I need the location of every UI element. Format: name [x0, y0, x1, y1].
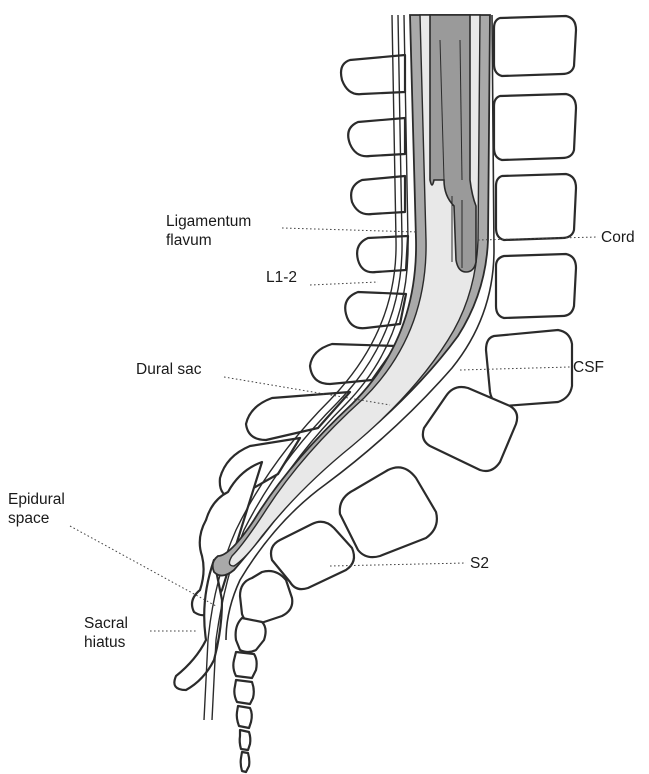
label-dural-sac: Dural sac: [136, 360, 201, 379]
label-sacral-line2: hiatus: [84, 633, 128, 652]
coccyx-segment-4: [240, 730, 251, 750]
vertebral-body-1: [494, 16, 576, 76]
vertebral-body-4: [496, 254, 576, 318]
label-sacral-hiatus: Sacral hiatus: [84, 614, 128, 652]
label-s2: S2: [470, 554, 489, 573]
label-ligamentum-flavum: Ligamentum flavum: [166, 212, 251, 250]
label-epidural-space: Epidural space: [8, 490, 65, 528]
leader-ligamentum: [282, 228, 418, 232]
label-ligamentum-line2: flavum: [166, 231, 251, 250]
label-epidural-line1: Epidural: [8, 490, 65, 509]
label-csf: CSF: [573, 358, 604, 377]
sacral-body-3: [240, 571, 292, 624]
leader-l1-2: [310, 282, 378, 285]
label-ligamentum-line1: Ligamentum: [166, 212, 251, 231]
label-epidural-line2: space: [8, 509, 65, 528]
coccyx-segment-3: [237, 706, 252, 728]
vertebral-body-2: [494, 94, 576, 160]
vertebral-body-3: [496, 174, 576, 240]
sacral-body-1: [340, 467, 437, 557]
spinous-process-2: [348, 118, 405, 156]
label-sacral-line1: Sacral: [84, 614, 128, 633]
label-l1-2: L1-2: [266, 268, 297, 287]
sacral-body-4: [236, 618, 266, 652]
label-cord: Cord: [601, 228, 635, 247]
spinous-process-3: [351, 176, 405, 214]
leader-epidural: [70, 526, 216, 606]
spinous-process-1: [341, 55, 405, 94]
coccyx-segment-2: [234, 680, 253, 704]
coccyx-segment-1: [233, 652, 256, 678]
coccyx-segment-5: [241, 752, 250, 772]
spinous-process-4: [357, 236, 408, 272]
